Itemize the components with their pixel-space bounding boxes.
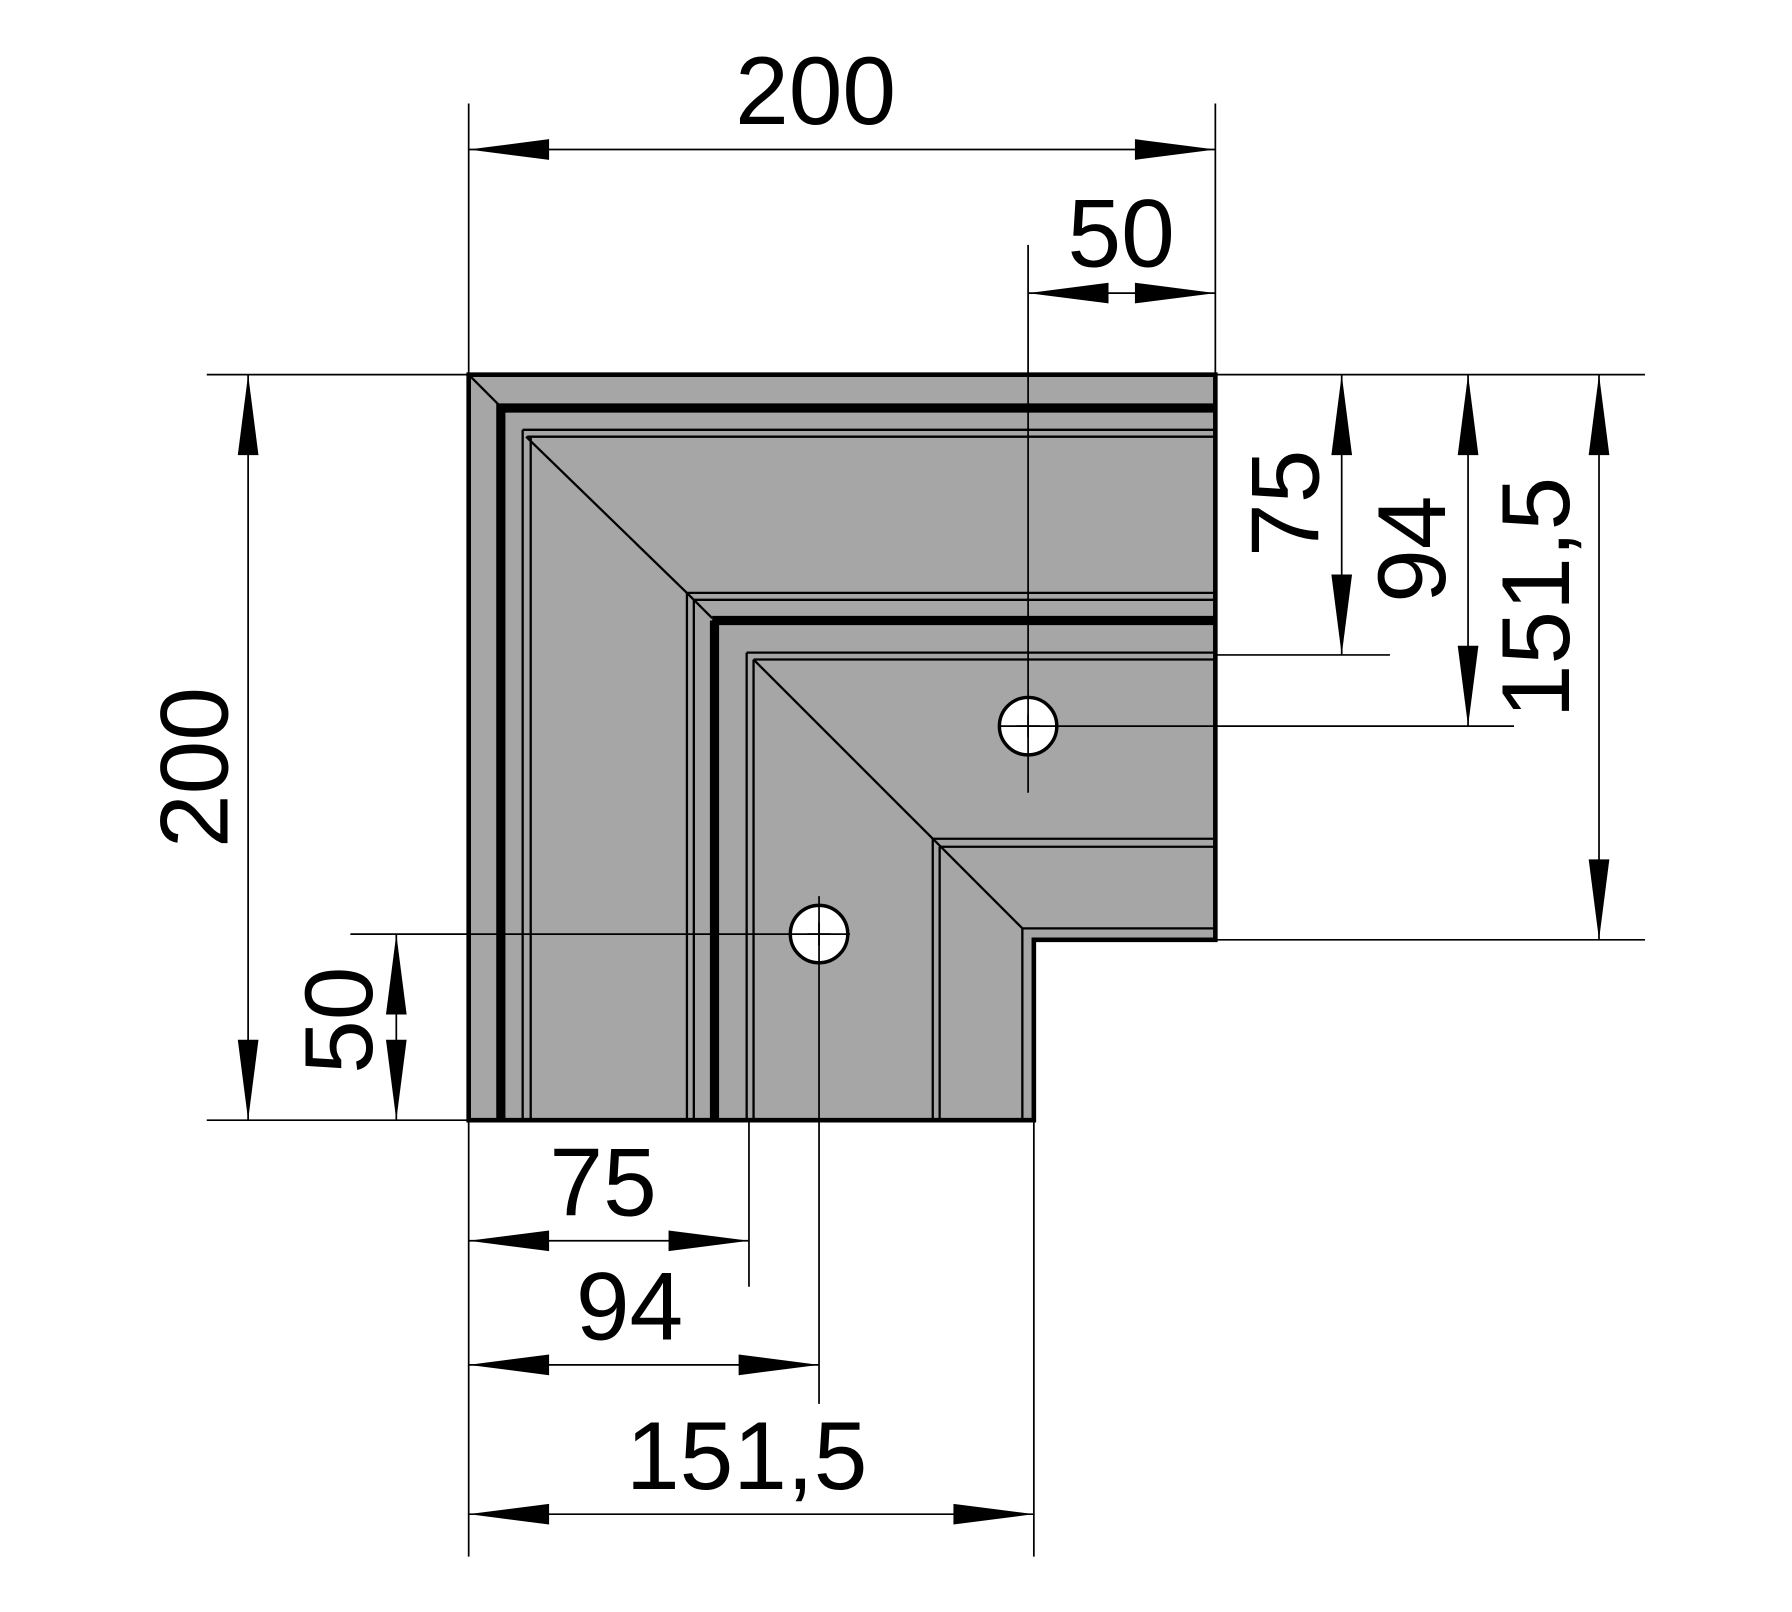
hole-center-mark (1016, 714, 1040, 738)
dim-top-hole-offset: 50 (1067, 181, 1174, 288)
corner-part (466, 372, 1218, 1123)
arrowhead (468, 139, 550, 160)
arrowhead (1134, 139, 1216, 160)
arrowhead (1331, 574, 1353, 655)
profile-lines (467, 373, 1216, 1121)
extension-lines (206, 103, 1645, 1557)
arrowhead (1331, 374, 1353, 456)
dim-bottom-75: 75 (549, 1130, 656, 1237)
dim-right-94: 94 (1359, 496, 1466, 603)
arrowhead (1588, 859, 1610, 940)
dim-top-width: 200 (735, 38, 896, 145)
arrowhead (1457, 645, 1479, 727)
arrowhead (953, 1503, 1034, 1525)
dim-right-151-5: 151,5 (1483, 477, 1590, 718)
arrowhead (1134, 282, 1216, 304)
hole-center-mark (807, 922, 831, 946)
dim-bottom-151-5: 151,5 (626, 1403, 867, 1510)
arrowhead (385, 1039, 407, 1121)
arrowhead (668, 1230, 749, 1252)
arrowhead (1028, 282, 1109, 304)
arrowhead (237, 374, 259, 456)
dim-bottom-94: 94 (576, 1254, 683, 1361)
dimension-lines (237, 139, 1610, 1525)
dim-left-hole-offset: 50 (286, 967, 393, 1074)
arrowhead (738, 1354, 820, 1376)
arrowhead (468, 1230, 550, 1252)
dim-right-75: 75 (1233, 450, 1340, 557)
dim-left-height: 200 (141, 687, 248, 848)
arrowhead (468, 1354, 550, 1376)
arrowhead (385, 934, 407, 1015)
arrowhead (468, 1503, 550, 1525)
arrowhead (1457, 374, 1479, 456)
arrowhead (237, 1039, 259, 1121)
arrowhead (1588, 374, 1610, 456)
